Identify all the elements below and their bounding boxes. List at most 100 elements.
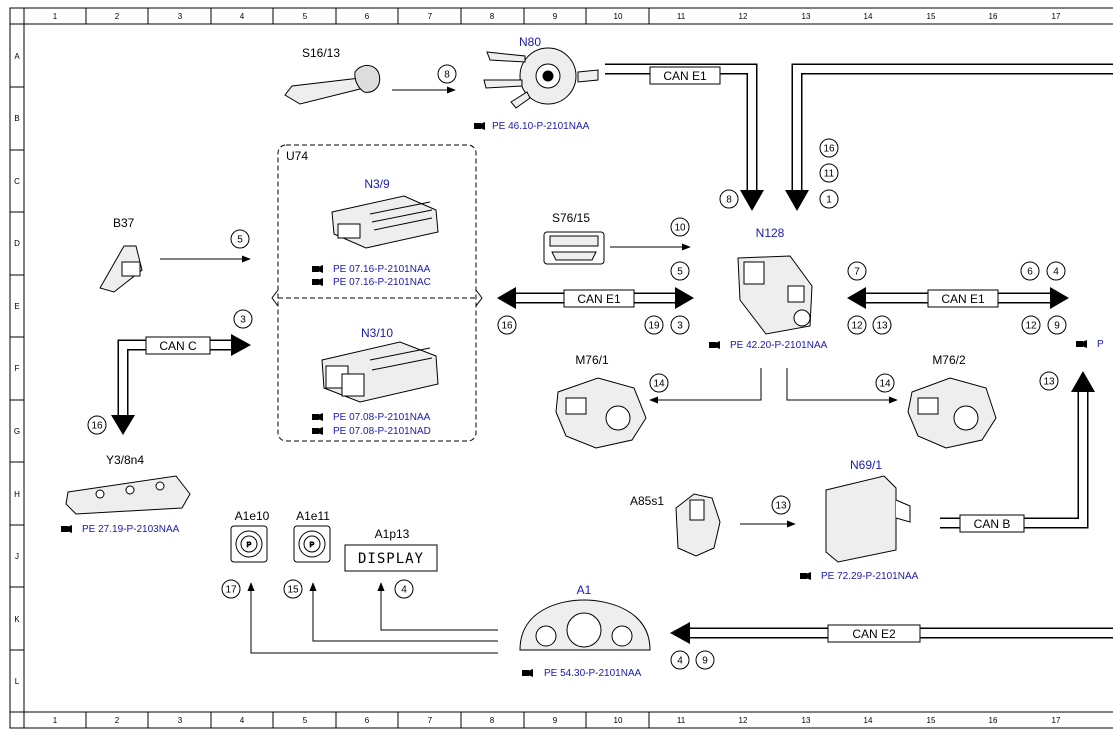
label-y3-8n4: Y3/8n4 [106,453,144,467]
ref-n69[interactable]: PE 72.29-P-2101NAA [800,571,919,582]
bus-label-can-e1-right: CAN E1 [941,292,985,306]
signal-number-9: 9 [1047,315,1067,335]
label-n3-9: N3/9 [364,177,390,191]
ref-n80[interactable]: PE 46.10-P-2101NAA [474,121,590,132]
grid-col-13-bottom: 13 [802,716,811,725]
svg-text:PE 07.16-P-2101NAA[interactable]: PE 07.16-P-2101NAA [333,264,431,275]
grid-col-12-top: 12 [739,12,748,21]
grid-row-J: J [15,552,19,561]
bus-label-can-c: CAN C [159,339,197,353]
grid-row-C: C [14,177,20,186]
a85s1-switch-icon [675,493,721,557]
grid-col-14-top: 14 [864,12,873,21]
signal-number-14: 14 [649,373,669,393]
n128-module-icon [737,255,813,335]
grid-col-16-top: 16 [989,12,998,21]
grid-col-7-bottom: 7 [428,716,433,725]
grid-col-16-bottom: 16 [989,716,998,725]
label-u74: U74 [286,149,308,163]
svg-text:PE 07.08-P-2101NAD[interactable]: PE 07.08-P-2101NAD [333,426,431,437]
ref-n3-9-b[interactable]: PE 07.16-P-2101NAC [312,277,431,288]
grid-col-9-top: 9 [553,12,558,21]
svg-text:16: 16 [501,321,513,332]
signal-number-12: 12 [1021,315,1041,335]
label-s76-15: S76/15 [552,211,590,225]
signal-number-16: 16 [819,138,839,158]
svg-text:8: 8 [726,195,732,206]
grid-row-D: D [14,239,20,248]
signal-number-19: 19 [644,315,664,335]
svg-text:PE 27.19-P-2103NAA[interactable]: PE 27.19-P-2103NAA [82,524,180,535]
grid-col-8-bottom: 8 [490,716,495,725]
grid-col-15-top: 15 [927,12,936,21]
grid-col-13-top: 13 [802,12,811,21]
svg-text:P[interactable]: P [1097,339,1104,350]
svg-text:PE 07.16-P-2101NAC[interactable]: PE 07.16-P-2101NAC [333,277,431,288]
grid-col-4-top: 4 [240,12,245,21]
grid-col-15-bottom: 15 [927,716,936,725]
label-n3-10: N3/10 [361,326,393,340]
n3-10-ecu-icon [321,341,439,403]
svg-text:13: 13 [775,501,787,512]
svg-text:PE 07.08-P-2101NAA[interactable]: PE 07.08-P-2101NAA [333,412,431,423]
m76-1-actuator-icon [555,377,647,449]
signal-number-8: 8 [719,189,739,209]
svg-text:15: 15 [287,585,299,596]
ref-n3-9-a[interactable]: PE 07.16-P-2101NAA [312,264,431,275]
frame [9,7,1113,729]
ref-right-cut[interactable]: P [1076,339,1104,350]
bus-can-c: CAN C [111,334,251,435]
grid-col-11-bottom: 11 [677,716,686,725]
svg-text:4: 4 [401,585,407,596]
ref-n3-10-a[interactable]: PE 07.08-P-2101NAA [312,412,431,423]
grid-row-B: B [14,114,19,123]
m76-2-actuator-icon [907,377,997,449]
svg-text:PE 54.30-P-2101NAA[interactable]: PE 54.30-P-2101NAA [544,668,642,679]
signal-number-9: 9 [695,650,715,670]
signal-number-16: 16 [87,415,107,435]
grid-col-11-top: 11 [677,12,686,21]
grid-col-14-bottom: 14 [864,716,873,725]
n3-9-ecu-icon [331,195,439,249]
signal-number-14: 14 [875,373,895,393]
svg-text:8: 8 [444,70,450,81]
svg-text:PE 46.10-P-2101NAA[interactable]: PE 46.10-P-2101NAA [492,121,590,132]
grid-col-3-bottom: 3 [178,716,183,725]
label-m76-2: M76/2 [932,353,966,367]
signal-number-15: 15 [283,579,303,599]
grid-col-1-top: 1 [53,12,58,21]
bus-can-b: CAN B [940,371,1095,533]
ref-a1[interactable]: PE 54.30-P-2101NAA [522,668,642,679]
ref-n3-10-b[interactable]: PE 07.08-P-2101NAD [312,426,431,437]
svg-text:P: P [310,542,315,549]
svg-text:13: 13 [876,321,888,332]
grid-col-5-bottom: 5 [303,716,308,725]
svg-text:PE 42.20-P-2101NAA[interactable]: PE 42.20-P-2101NAA [730,340,828,351]
grid-col-10-bottom: 10 [614,716,623,725]
signal-number-5: 5 [230,229,250,249]
grid-col-5-top: 5 [303,12,308,21]
svg-text:6: 6 [1027,267,1033,278]
grid-col-17-bottom: 17 [1052,716,1061,725]
svg-text:13: 13 [1043,377,1055,388]
s76-15-switch-icon [543,231,605,265]
grid-labels: 1122334455667788991010111112121313141415… [10,8,1061,728]
display-text: DISPLAY [358,551,424,567]
signal-number-3: 3 [670,315,690,335]
svg-text:PE 72.29-P-2101NAA[interactable]: PE 72.29-P-2101NAA [821,571,919,582]
svg-text:5: 5 [237,235,243,246]
signal-number-1: 1 [819,189,839,209]
svg-text:12: 12 [1025,321,1037,332]
n80-switch-icon [483,47,599,109]
svg-text:19: 19 [648,321,660,332]
ref-n128[interactable]: PE 42.20-P-2101NAA [709,340,828,351]
ref-y3[interactable]: PE 27.19-P-2103NAA [61,524,180,535]
label-a1: A1 [577,583,592,597]
bus-label-can-e1-top: CAN E1 [663,69,707,83]
svg-text:1: 1 [826,195,832,206]
svg-text:17: 17 [225,585,237,596]
grid-row-K: K [14,615,20,624]
svg-text:10: 10 [674,223,686,234]
bus-can-e1-right: CAN E1 [847,287,1069,309]
svg-text:9: 9 [702,656,708,667]
